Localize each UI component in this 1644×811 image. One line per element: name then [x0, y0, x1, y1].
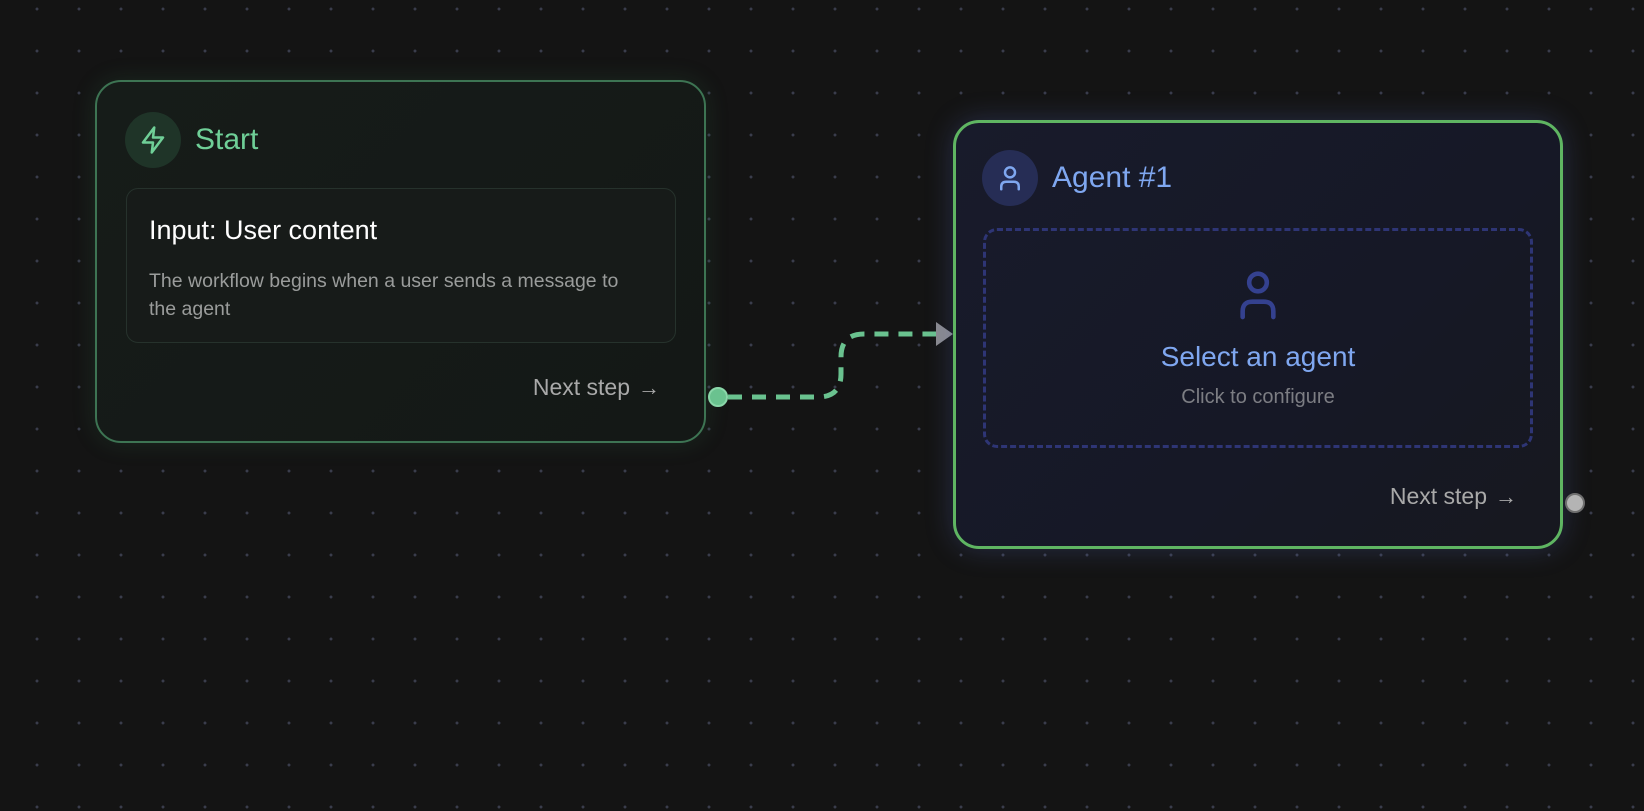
start-next-step-button[interactable]: Next step → — [533, 374, 660, 401]
agent-node-title: Agent #1 — [1052, 161, 1173, 194]
start-output-handle[interactable] — [708, 387, 728, 407]
start-node[interactable]: Start Input: User content The workflow b… — [95, 80, 706, 443]
agent-node-header: Agent #1 — [982, 150, 1172, 206]
select-agent-subtitle: Click to configure — [1181, 386, 1335, 408]
start-node-header: Start — [125, 112, 258, 168]
input-card[interactable]: Input: User content The workflow begins … — [126, 188, 676, 343]
user-icon — [1235, 269, 1281, 326]
agent-node[interactable]: Agent #1 Select an agent Click to config… — [953, 120, 1563, 549]
lightning-bolt-icon — [125, 112, 181, 168]
agent-output-handle[interactable] — [1565, 493, 1585, 513]
input-card-title: Input: User content — [149, 215, 378, 245]
start-node-title: Start — [195, 123, 259, 156]
next-step-label: Next step — [532, 374, 630, 400]
select-agent-dropzone[interactable]: Select an agent Click to configure — [983, 228, 1533, 448]
agent-next-step-button[interactable]: Next step → — [1390, 483, 1517, 510]
edge-arrowhead-icon — [936, 322, 953, 346]
arrow-right-icon: → — [1495, 483, 1517, 509]
select-agent-title: Select an agent — [1160, 341, 1356, 372]
input-card-description: The workflow begins when a user sends a … — [149, 270, 619, 320]
arrow-right-icon: → — [638, 374, 660, 400]
user-icon — [982, 150, 1038, 206]
next-step-label: Next step — [1389, 483, 1487, 509]
